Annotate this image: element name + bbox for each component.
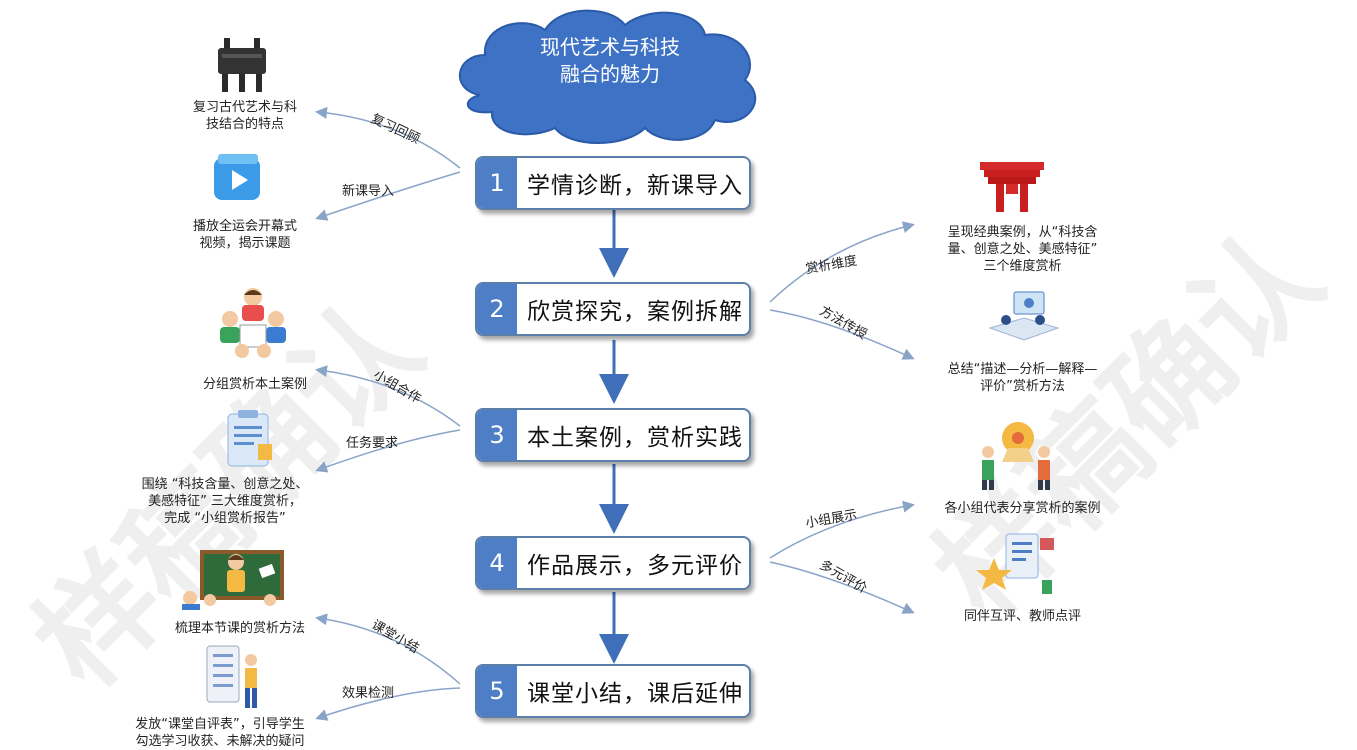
- step-4: 4 作品展示，多元评价: [475, 536, 751, 590]
- step-label: 课堂小结，课后延伸: [527, 681, 743, 707]
- branch-dimension: [769, 221, 915, 303]
- caption-check: 发放“课堂自评表”，引导学生 勾选学习收获、未解决的疑问: [135, 717, 305, 749]
- step-number: 3: [477, 410, 517, 460]
- china-pavilion-icon: [980, 162, 1044, 212]
- caption-evaluate: 同伴互评、教师点评: [963, 609, 1081, 624]
- step-number: 4: [477, 538, 517, 588]
- branch-label-task: 任务要求: [346, 436, 399, 451]
- branch-show: [769, 500, 915, 559]
- online-learning-icon: [988, 291, 1060, 341]
- branch-summary: [315, 613, 461, 685]
- branch-label-intro: 新课导入: [342, 184, 395, 199]
- step-label: 作品展示，多元评价: [527, 553, 743, 579]
- evaluation-star-icon: [976, 533, 1054, 594]
- branch-group: [315, 365, 461, 427]
- clipboard-task-icon: [227, 410, 272, 467]
- branch-check: [315, 687, 461, 721]
- step-label: 本土案例，赏析实践: [527, 425, 743, 451]
- caption-summary: 梳理本节课的赏析方法: [174, 621, 305, 636]
- step-1: 1 学情诊断，新课导入: [475, 156, 751, 210]
- step-3: 3 本土案例，赏析实践: [475, 408, 751, 462]
- caption-group: 分组赏析本土案例: [202, 377, 307, 392]
- branch-label-check: 效果检测: [342, 686, 395, 701]
- branch-review: [315, 106, 461, 169]
- page-title: 现代艺术与科技 融合的魅力: [490, 34, 730, 88]
- title-line-1: 现代艺术与科技: [540, 35, 680, 59]
- video-play-icon: [214, 154, 260, 200]
- branch-evaluate: [769, 561, 915, 614]
- step-label: 欣赏探究，案例拆解: [527, 299, 743, 325]
- branch-intro: [315, 171, 461, 221]
- caption-dimension: 呈现经典案例，从“科技含 量、创意之处、美感特征” 三个维度赏析: [947, 225, 1098, 274]
- step-label: 学情诊断，新课导入: [527, 173, 743, 199]
- caption-intro: 播放全运会开幕式 视频，揭示课题: [192, 219, 297, 251]
- branch-method: [769, 309, 915, 360]
- step-number: 2: [477, 284, 517, 334]
- group-discussion-icon: [220, 288, 286, 358]
- title-line-2: 融合的魅力: [560, 62, 660, 86]
- caption-review: 复习古代艺术与科 技结合的特点: [192, 100, 297, 132]
- checklist-person-icon: [206, 645, 257, 708]
- step-number: 1: [477, 158, 517, 208]
- caption-method: 总结“描述—分析—解释— 评价”赏析方法: [947, 362, 1098, 394]
- caption-task: 围绕 “科技含量、创意之处、 美感特征” 三大维度赏析， 完成 “小组赏析报告”: [141, 477, 309, 526]
- step-number: 5: [477, 666, 517, 716]
- teacher-blackboard-icon: [182, 550, 284, 610]
- step-2: 2 欣赏探究，案例拆解: [475, 282, 751, 336]
- step-5: 5 课堂小结，课后延伸: [475, 664, 751, 718]
- caption-show: 各小组代表分享赏析的案例: [944, 501, 1101, 516]
- bronze-ding-icon: [218, 38, 266, 92]
- team-share-icon: [982, 422, 1050, 490]
- branch-task: [315, 429, 461, 473]
